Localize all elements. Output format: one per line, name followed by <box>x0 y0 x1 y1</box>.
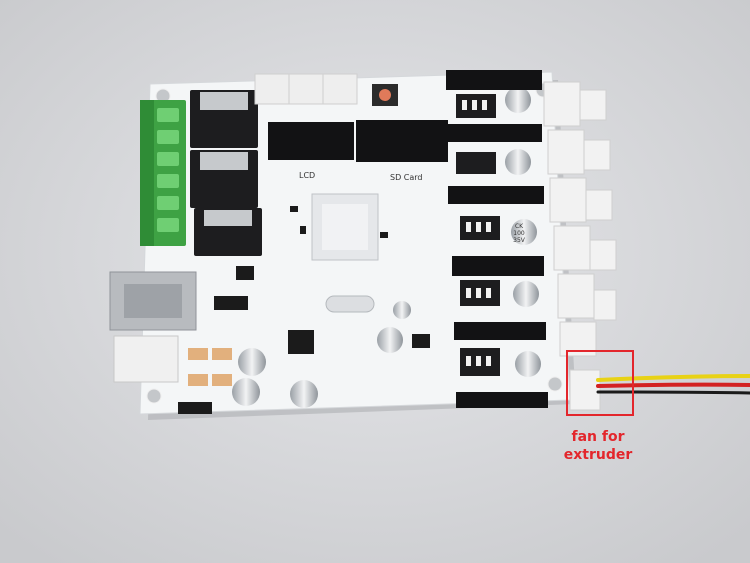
cap-label-ck: CK <box>515 223 524 230</box>
small-components <box>178 206 430 414</box>
power-connector <box>113 335 179 383</box>
crystal <box>325 295 375 313</box>
top-connectors <box>254 73 358 105</box>
fan-connector-highlight <box>566 350 634 416</box>
fan-annotation-line1: fan for <box>571 429 625 445</box>
lcd-label: LCD <box>299 171 315 180</box>
fan-annotation-line2: extruder <box>563 447 633 463</box>
mosfets <box>190 90 262 256</box>
fan-wires <box>596 374 750 395</box>
capacitors <box>232 87 541 408</box>
fan-annotation: fan for extruder <box>548 428 648 464</box>
mount-hole <box>146 388 162 404</box>
jumpers <box>188 348 232 386</box>
lcd-sd-headers <box>268 120 448 162</box>
right-connectors <box>543 81 617 411</box>
driver-sockets <box>446 70 548 408</box>
sd-card-label: SD Card <box>390 173 423 182</box>
mount-hole <box>547 376 563 392</box>
cap-label-value: 100 <box>513 230 525 237</box>
power-terminals <box>140 100 186 246</box>
cap-label-voltage: 35V <box>513 237 526 244</box>
